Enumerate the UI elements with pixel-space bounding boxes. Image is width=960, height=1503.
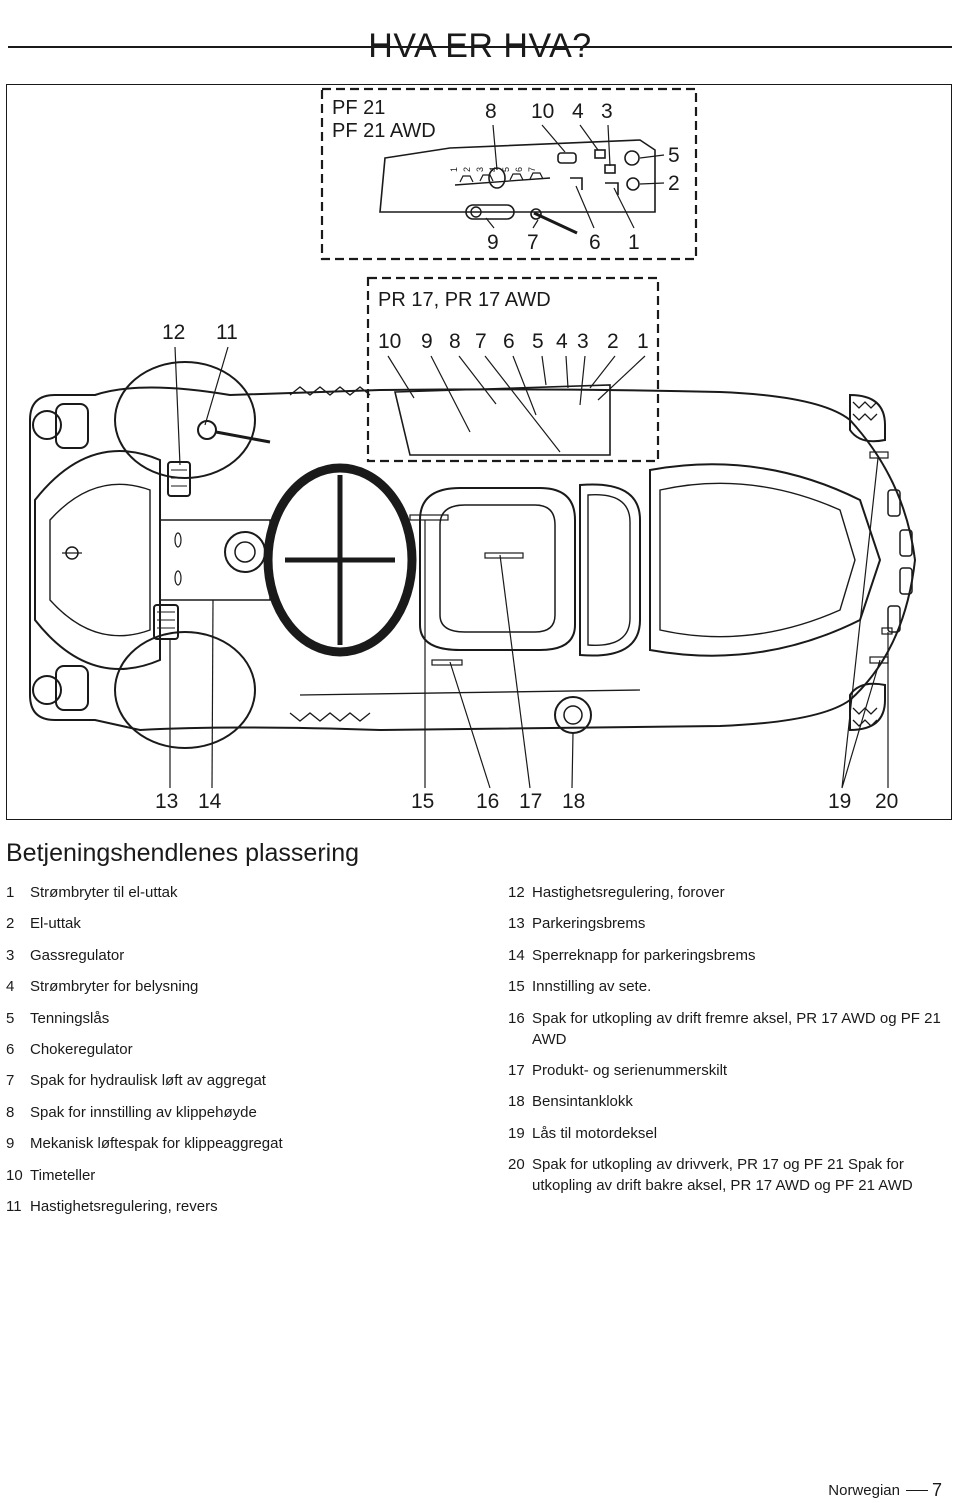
pr17-callout-3: 3 (577, 330, 589, 353)
svg-text:3: 3 (475, 167, 485, 172)
page-number: 7 (931, 1480, 942, 1500)
pr17-callout-7: 7 (475, 330, 487, 353)
callout-18: 18 (562, 790, 585, 813)
svg-text:6: 6 (514, 167, 524, 172)
pf21-callout-10: 10 (531, 100, 554, 123)
svg-text:7: 7 (527, 167, 537, 172)
pr17-model-label: PR 17, PR 17 AWD (378, 289, 551, 311)
pf21-callout-1: 1 (628, 231, 640, 254)
rider-mower-diagram: PF 21 PF 21 AWD 8 10 4 3 5 2 9 7 6 1 1 2… (29, 87, 917, 813)
pr17-callout-5: 5 (532, 330, 544, 353)
callout-11: 11 (216, 321, 238, 344)
pf21-callout-9: 9 (487, 231, 499, 254)
pf21-callout-2: 2 (668, 172, 680, 195)
callout-16: 16 (476, 790, 499, 813)
callout-17: 17 (519, 790, 542, 813)
callout-20: 20 (875, 790, 898, 813)
pf21-panel: PF 21 PF 21 AWD 8 10 4 3 5 2 9 7 6 1 1 2… (320, 87, 698, 261)
callout-14: 14 (198, 790, 222, 813)
pf21-callout-6: 6 (589, 231, 601, 254)
callout-13: 13 (155, 790, 178, 813)
section-title: Betjeningshendlenes plassering (6, 839, 360, 867)
pr17-panel: PR 17, PR 17 AWD 10 9 8 7 6 5 4 3 2 1 (366, 276, 660, 463)
callout-15: 15 (411, 790, 434, 813)
svg-text:1: 1 (449, 167, 459, 172)
page-title: HVA ER HVA? (368, 26, 592, 65)
pr17-callout-4: 4 (556, 330, 568, 353)
pr17-callout-8: 8 (449, 330, 461, 353)
svg-text:2: 2 (462, 167, 472, 172)
pr17-callout-1: 1 (637, 330, 649, 353)
callout-19: 19 (828, 790, 851, 813)
page-footer: Norwegian 7 (828, 1480, 942, 1501)
pf21-callout-3: 3 (601, 100, 613, 123)
footer-dash (905, 1490, 928, 1491)
title-rule (8, 46, 952, 48)
footer-language: Norwegian (828, 1482, 900, 1499)
pr17-callout-9: 9 (421, 330, 433, 353)
pf21-model-line2: PF 21 AWD (332, 120, 436, 142)
pr17-callout-6: 6 (503, 330, 515, 353)
pr17-callout-10: 10 (378, 330, 401, 353)
pf21-callout-8: 8 (485, 100, 497, 123)
pr17-callout-2: 2 (607, 330, 619, 353)
pf21-callout-7: 7 (527, 231, 539, 254)
figure-frame (6, 84, 952, 820)
callout-12: 12 (162, 321, 185, 344)
bottom-leaders (169, 457, 889, 789)
svg-text:5: 5 (501, 167, 511, 172)
pf21-callout-5: 5 (668, 144, 680, 167)
pf21-model-line1: PF 21 (332, 97, 385, 119)
mower-body (29, 361, 917, 749)
pf21-callout-4: 4 (572, 100, 584, 123)
